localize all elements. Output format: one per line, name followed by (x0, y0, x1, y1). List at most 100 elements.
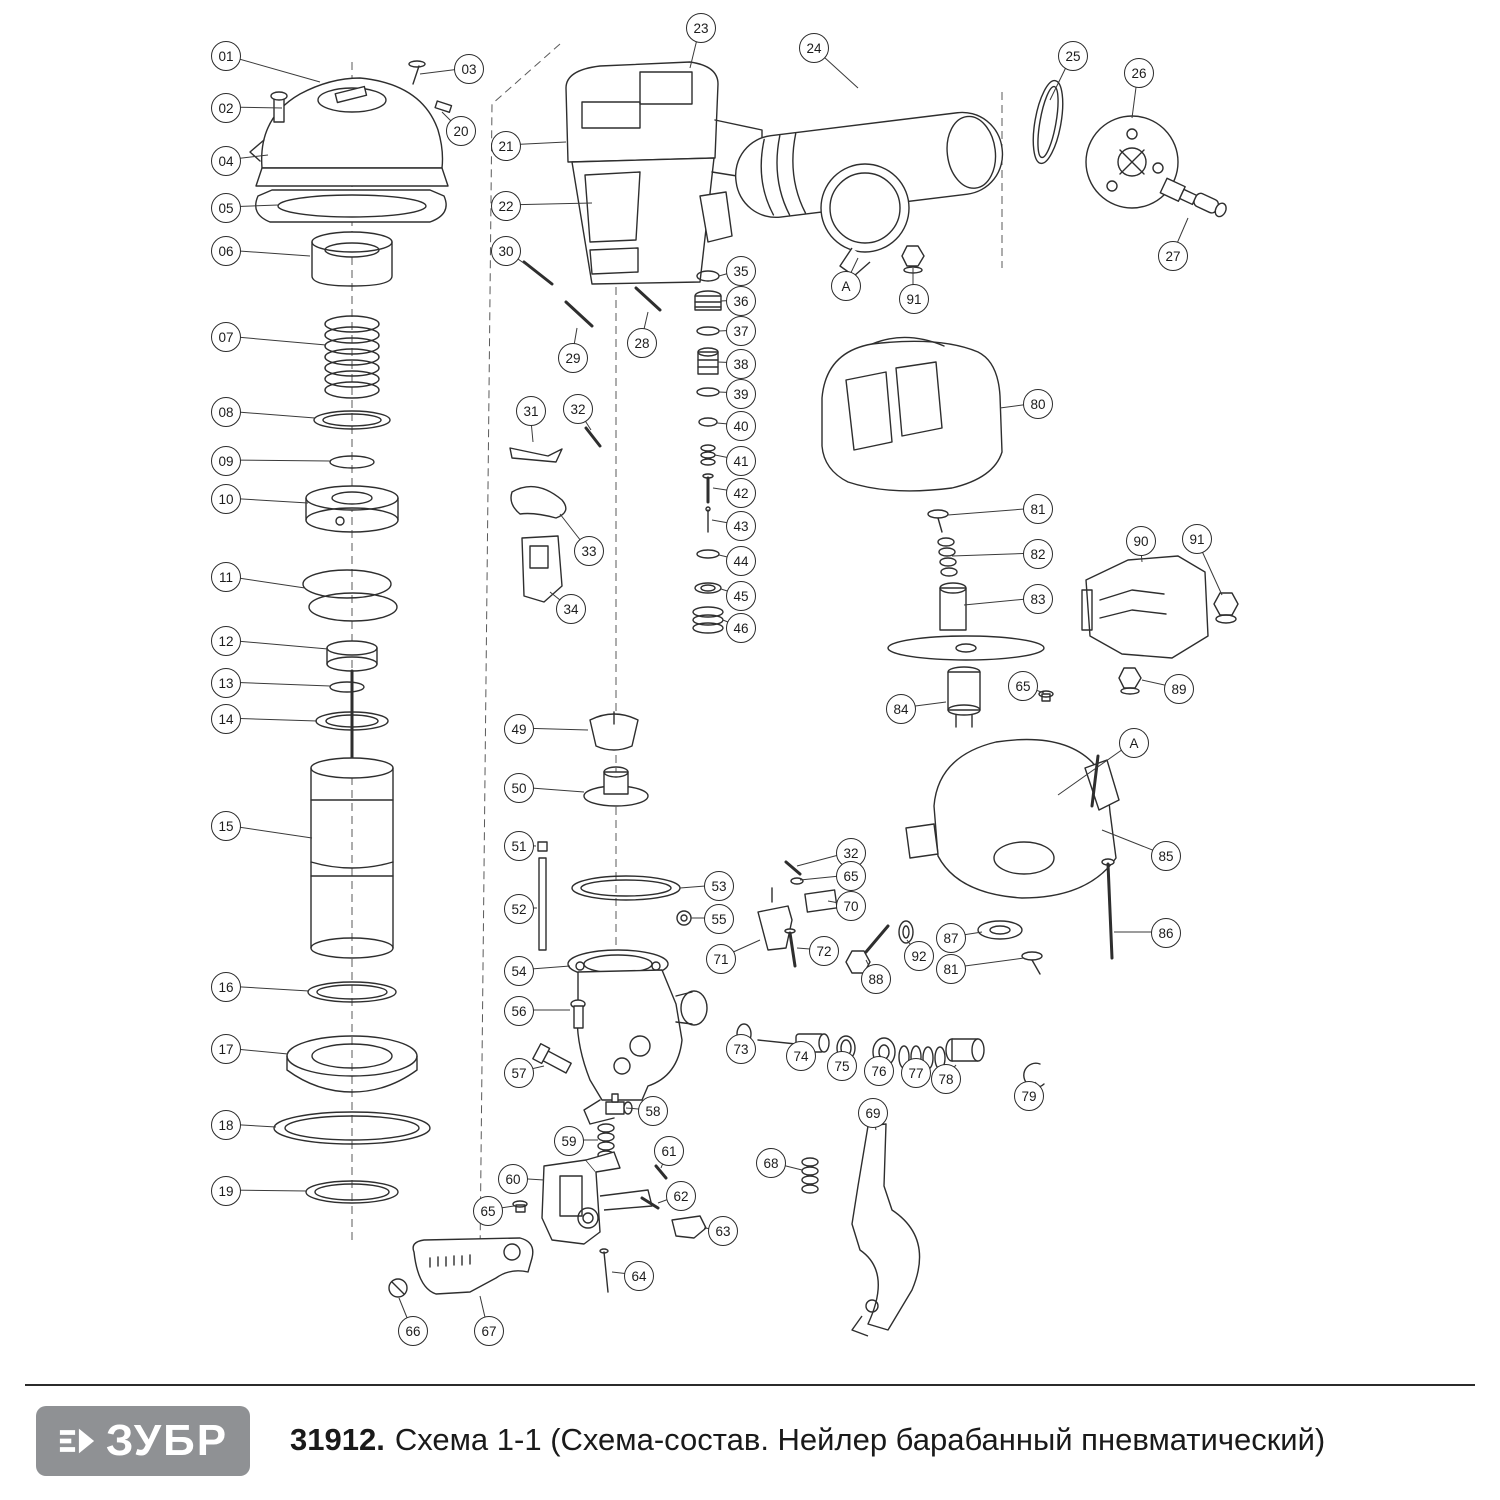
callout-leader-34 (549, 591, 571, 609)
part-07-spring (324, 315, 380, 399)
part-body-housing-21-23 (565, 61, 763, 285)
callout-leader-08 (224, 410, 316, 419)
callout-leader-11 (224, 575, 306, 589)
part-80-magazine-cover (821, 336, 1003, 492)
part-washers-08-09 (313, 410, 391, 469)
callout-leader-38 (717, 361, 741, 364)
callout-leader-62 (657, 1194, 681, 1204)
part-lever-68-69 (801, 1123, 921, 1337)
callout-leader-74 (799, 1046, 807, 1056)
part-pins-28-30 (522, 260, 662, 328)
callout-leader-12 (224, 639, 329, 650)
callout-leader-06 (224, 249, 311, 257)
callout-leader-13 (224, 681, 331, 687)
callout-leader-42 (712, 487, 741, 493)
callout-leader-49 (517, 727, 589, 731)
callout-leader-A (1057, 741, 1134, 796)
callout-leader-39 (718, 391, 741, 394)
callout-leader-02 (224, 106, 283, 109)
callout-leader-65 (1021, 684, 1045, 694)
callout-leader-36 (720, 299, 741, 302)
callout-leader-16 (224, 985, 310, 992)
callout-leader-61 (660, 1149, 669, 1169)
part-11-o-rings (302, 569, 398, 622)
callout-leader-77 (914, 1061, 921, 1073)
callout-leader-92 (906, 939, 919, 956)
callout-leader-53 (679, 884, 719, 889)
zubr-logo: ЗУБР (36, 1406, 250, 1476)
callout-leader-68 (769, 1161, 803, 1171)
callout-leader-80 (999, 402, 1038, 409)
footer-divider (25, 1384, 1475, 1386)
part-cap-assembly (249, 60, 453, 223)
callout-leader-35 (718, 269, 741, 277)
callout-leader-30 (504, 249, 529, 267)
callout-leader-25 (1049, 54, 1073, 101)
callout-leader-22 (504, 202, 593, 206)
part-10-piston-head (305, 485, 399, 533)
zubr-logo-text: ЗУБР (105, 1416, 229, 1465)
callout-leader-31 (529, 409, 534, 443)
callout-leader-29 (571, 327, 578, 358)
zubr-logo-arrow-icon (59, 1428, 94, 1454)
callout-leader-69 (871, 1111, 877, 1131)
callout-leader-14 (224, 717, 318, 722)
doc-code: 31912. (290, 1422, 385, 1457)
callout-leader-01 (224, 54, 321, 83)
callout-leader-91 (1195, 537, 1223, 596)
part-washer-87-pin-81 (977, 920, 1043, 975)
callout-leader-81 (949, 957, 1025, 969)
callout-leader-32 (576, 407, 592, 431)
callout-leader-78 (944, 1064, 957, 1079)
part-27-air-fitting (1159, 177, 1227, 218)
part-cylinder-ring-under-handle (820, 163, 910, 277)
callout-leader-23 (689, 26, 701, 69)
callout-leader-20 (441, 111, 461, 131)
callout-leader-89 (1141, 679, 1179, 689)
part-90-guide-bracket (1081, 555, 1209, 659)
callout-leader-46 (722, 619, 741, 628)
callout-leader-26 (1131, 71, 1139, 119)
callout-leader-33 (559, 513, 589, 551)
part-A-bracket-and-91-nut (901, 245, 925, 274)
callout-leader-72 (796, 947, 824, 951)
callout-leader-88 (865, 959, 876, 979)
part-feed-valve-58-65 (512, 1093, 707, 1293)
callout-leader-40 (716, 422, 741, 426)
part-25-o-ring (1032, 79, 1064, 165)
callout-leader-44 (718, 554, 741, 561)
callout-leader-82 (951, 552, 1038, 557)
callout-leader-A (844, 257, 859, 286)
callout-leader-43 (711, 519, 741, 526)
part-magazine-bowl-85-86 (905, 738, 1120, 960)
callout-leader-67 (479, 1295, 489, 1331)
part-trigger-70-72 (757, 860, 838, 968)
callout-leader-58 (625, 1107, 653, 1111)
callout-leader-05 (224, 204, 279, 208)
callout-leader-71 (719, 939, 761, 959)
callout-leader-09 (224, 459, 331, 462)
callout-leader-60 (511, 1177, 545, 1181)
part-stack-35-46-valve-parts (692, 270, 724, 634)
part-15-cylinder (310, 757, 394, 959)
callout-leader-57 (517, 1065, 545, 1073)
callout-leader-27 (1171, 217, 1189, 256)
part-plate-66-67 (388, 1237, 534, 1298)
callout-leader-10 (224, 497, 309, 504)
callout-leader-66 (398, 1297, 413, 1331)
callout-leader-17 (224, 1047, 289, 1055)
callout-leader-64 (611, 1271, 639, 1276)
callout-leader-65 (799, 874, 851, 881)
part-26-end-cap (1085, 115, 1179, 209)
callout-leader-21 (504, 141, 567, 146)
part-feeder-81-84 (887, 509, 1045, 728)
callout-leader-15 (224, 824, 313, 839)
callout-leader-03 (419, 67, 469, 75)
callout-leader-83 (963, 597, 1038, 606)
callout-leader-18 (224, 1123, 277, 1128)
callout-leader-73 (739, 1039, 745, 1049)
callout-leader-04 (224, 154, 269, 161)
